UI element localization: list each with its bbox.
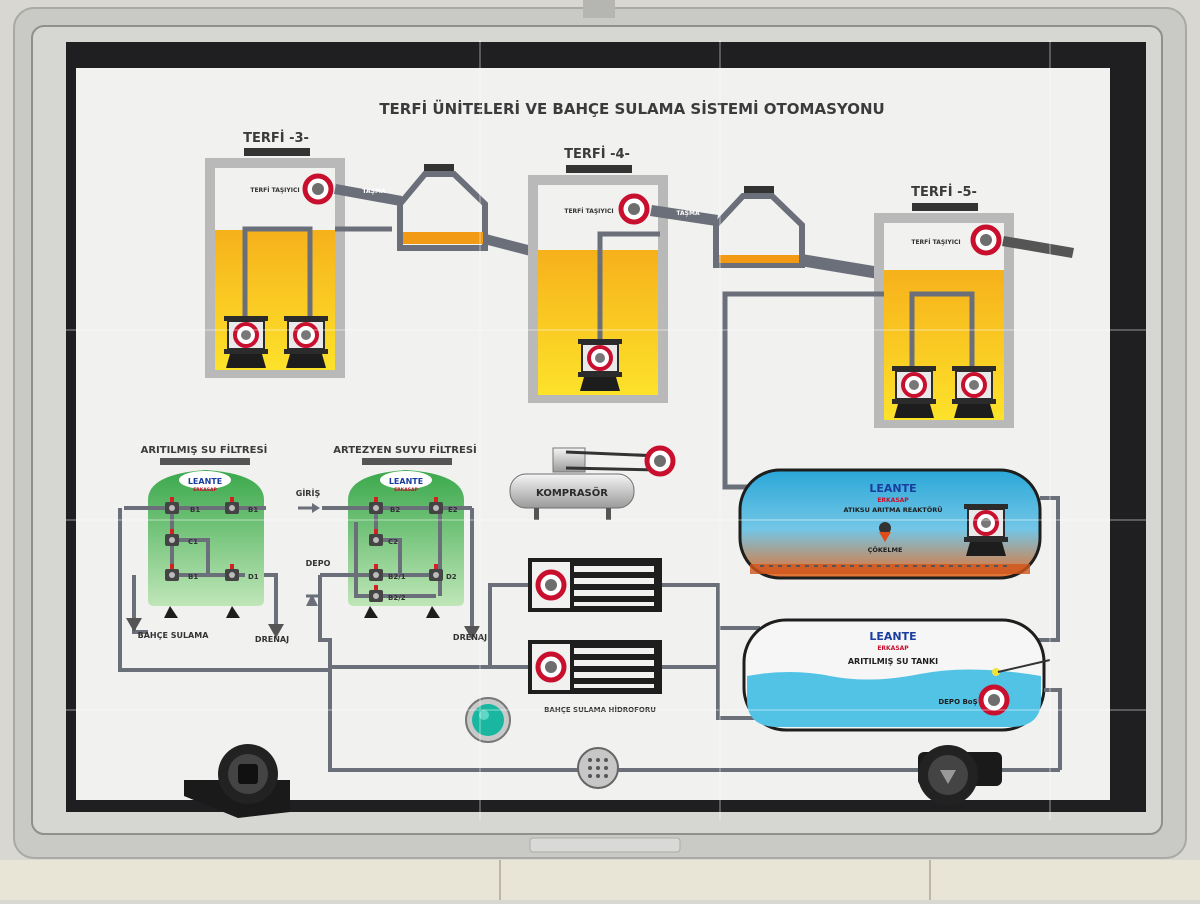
treated-filter-brand: LEANTE: [188, 477, 222, 486]
glass-seams: [66, 40, 1146, 820]
compressor-tank: [509, 473, 635, 509]
treated-water-tank: LEANTE ERKASAP ARITILMIŞ SU TANKI DEPO B…: [742, 618, 1062, 770]
terfi-3-pump-2[interactable]: [282, 314, 330, 370]
treated-filter-title: ARITILMIŞ SU FİLTRESİ: [141, 442, 268, 456]
treated-filter-brand-sub: ERKASAP: [193, 487, 217, 493]
hydrofor-pump-1-indicator[interactable]: [538, 572, 564, 598]
terfi-5-station: TERFİ -5- TERFİ TAŞIYICI: [874, 184, 1074, 428]
terfi-3-overflow-label: TAŞMA: [362, 188, 386, 195]
terfi-3-carrier-indicator[interactable]: [305, 176, 331, 202]
compressor-label: KOMPRASÖR: [536, 485, 608, 499]
terfi-5-pump-1[interactable]: [890, 364, 938, 420]
compressor: KOMPRASÖR: [509, 448, 673, 520]
artesian-filter-title: ARTEZYEN SUYU FİLTRESİ: [333, 442, 477, 456]
compressor-indicator[interactable]: [647, 448, 673, 474]
controls: [184, 697, 1002, 818]
terfi-3-overflow-pipe: [334, 184, 402, 206]
treated-valve-label-3: C1: [188, 538, 198, 546]
artesian-water-filter: ARTEZYEN SUYU FİLTRESİ LEANTE ERKASAP Gİ…: [296, 442, 1060, 772]
artesian-valve-label-4: B2/1: [388, 573, 406, 581]
terfi-3-station: TERFİ -3- TERFİ TAŞIYICI TAŞMA: [205, 130, 402, 378]
reactor-aerator-pump[interactable]: [962, 502, 1010, 558]
tank-label: ARITILMIŞ SU TANKI: [848, 657, 938, 666]
bottom-latch: [529, 837, 681, 853]
artesian-valve-label-2: E2: [448, 506, 458, 514]
tank-brand-sub: ERKASAP: [877, 645, 909, 652]
separator-3-4: [397, 164, 540, 258]
terfi-3-pump-1[interactable]: [222, 314, 270, 370]
reactor-settling-label: ÇÖKELME: [868, 545, 903, 554]
treated-valve-label-2: B1: [248, 506, 258, 514]
treated-filter-irrigation-label: BAHÇE SULAMA: [138, 631, 210, 640]
terfi-5-outlet-pipe: [1002, 236, 1074, 258]
terfi-3-carrier-label: TERFİ TAŞIYICI: [250, 187, 299, 194]
irrigation-hydrofor: BAHÇE SULAMA HİDROFORU: [330, 558, 760, 720]
treated-valve-label-1: B1: [190, 506, 200, 514]
tank-water: [747, 669, 1041, 727]
terfi-5-pump-2[interactable]: [950, 364, 998, 420]
treated-valve-label-5: D1: [248, 573, 259, 581]
hydrofor-pump-2-indicator[interactable]: [538, 654, 564, 680]
artesian-filter-brand-sub: ERKASAP: [394, 487, 418, 493]
panel-title: TERFİ ÜNİTELERİ VE BAHÇE SULAMA SİSTEMİ …: [379, 99, 884, 118]
artesian-depot-label: DEPO: [306, 559, 331, 568]
hydrofor-label: BAHÇE SULAMA HİDROFORU: [544, 705, 656, 714]
terfi-4-station: TERFİ -4- TERFİ TAŞIYICI TAŞMA: [528, 146, 718, 403]
treated-valve-label-4: B1: [188, 573, 198, 581]
terfi-4-carrier-indicator[interactable]: [621, 196, 647, 222]
tank-depot-indicator[interactable]: [981, 687, 1007, 713]
wastewater-reactor: LEANTE ERKASAP ATIKSU ARITMA REAKTÖRÜ ÇÖ…: [738, 468, 1060, 642]
artesian-valve-label-1: B2: [390, 506, 400, 514]
top-latch: [583, 0, 615, 18]
buzzer-holes: [588, 758, 608, 778]
artesian-filter-drain-label: DRENAJ: [453, 633, 487, 642]
terfi-5-title: TERFİ -5-: [911, 184, 977, 200]
reactor-body: [738, 468, 1042, 580]
terfi-5-carrier-indicator[interactable]: [973, 227, 999, 253]
artesian-valve-label-3: C2: [388, 538, 398, 546]
left-selector-switch[interactable]: [184, 744, 290, 818]
right-selector-switch[interactable]: [918, 745, 1002, 805]
reactor-label: ATIKSU ARITMA REAKTÖRÜ: [843, 505, 942, 514]
separator-4-5-liquid: [719, 255, 799, 263]
tank-brand: LEANTE: [869, 630, 916, 643]
terfi-4-pump[interactable]: [576, 337, 624, 393]
terfi-3-title: TERFİ -3-: [243, 130, 309, 146]
reactor-brand: LEANTE: [869, 482, 916, 495]
artesian-inlet-label: GİRİŞ: [296, 488, 321, 498]
wall-tiles: [0, 860, 1200, 900]
separator-3-4-liquid: [403, 232, 483, 244]
green-indicator-lamp[interactable]: [472, 704, 504, 736]
treated-filter-drain-label: DRENAJ: [255, 635, 289, 644]
terfi-4-title: TERFİ -4-: [564, 146, 630, 162]
terfi-5-carrier-label: TERFİ TAŞIYICI: [911, 239, 960, 246]
terfi-4-carrier-label: TERFİ TAŞIYICI: [564, 208, 613, 215]
tank-depot-label: DEPO BoŞ: [938, 698, 977, 706]
terfi-4-overflow-label: TAŞMA: [676, 210, 700, 217]
tank-level-float: [992, 668, 1000, 676]
artesian-filter-brand: LEANTE: [389, 477, 423, 486]
reactor-brand-sub: ERKASAP: [877, 497, 909, 504]
artesian-valve-label-6: B2/2: [388, 594, 406, 602]
treated-water-filter: ARITILMIŞ SU FİLTRESİ LEANTE ERKASAP B1 …: [118, 442, 330, 672]
terfi-4-overflow-pipe: [650, 205, 718, 226]
separator-4-5: [713, 186, 886, 280]
artesian-valve-label-5: D2: [446, 573, 457, 581]
